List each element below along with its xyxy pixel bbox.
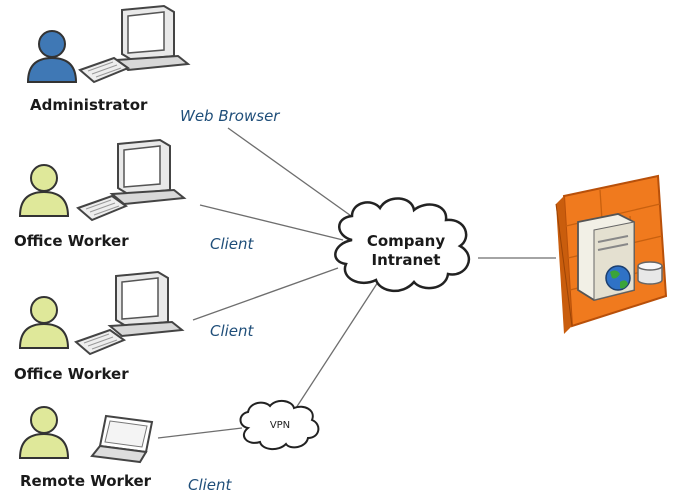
company-intranet-label: Company Intranet — [356, 232, 456, 270]
vpn-cloud-icon — [239, 400, 320, 450]
remote-worker-connection-label: Client — [188, 476, 232, 494]
line-admin-intranet — [227, 127, 369, 229]
line-vpn-intranet — [295, 281, 379, 409]
administrator-person-icon — [26, 30, 78, 83]
office-worker-2-connection-label: Client — [210, 322, 254, 340]
line-laptop-vpn — [157, 427, 243, 439]
vpn-label: VPN — [269, 420, 291, 431]
company-intranet-cloud-icon — [334, 197, 471, 292]
remote-worker-person-icon — [18, 406, 70, 459]
company-intranet-label-line1: Company — [366, 232, 446, 250]
office-worker-2-keyboard-icon — [75, 329, 125, 355]
administrator-desktop-computer-icon — [115, 5, 189, 71]
globe-icon — [605, 265, 631, 291]
connection-lines — [157, 127, 556, 439]
office-worker-2-desktop-computer-icon — [109, 271, 183, 337]
line-office2-intranet — [192, 267, 339, 321]
line-office1-intranet — [199, 204, 344, 241]
administrator-label: Administrator — [30, 96, 148, 114]
remote-worker-label: Remote Worker — [20, 472, 152, 490]
office-worker-1-person-icon — [18, 164, 70, 217]
company-intranet-label-line2: Intranet — [371, 251, 441, 269]
database-icon — [637, 261, 663, 285]
remote-worker-laptop-icon — [90, 414, 154, 464]
office-worker-2-label: Office Worker — [14, 365, 129, 383]
administrator-connection-label: Web Browser — [180, 107, 280, 125]
office-worker-2-person-icon — [18, 296, 70, 349]
office-worker-1-label: Office Worker — [14, 232, 129, 250]
office-worker-1-desktop-computer-icon — [111, 139, 185, 205]
office-worker-1-connection-label: Client — [210, 235, 254, 253]
